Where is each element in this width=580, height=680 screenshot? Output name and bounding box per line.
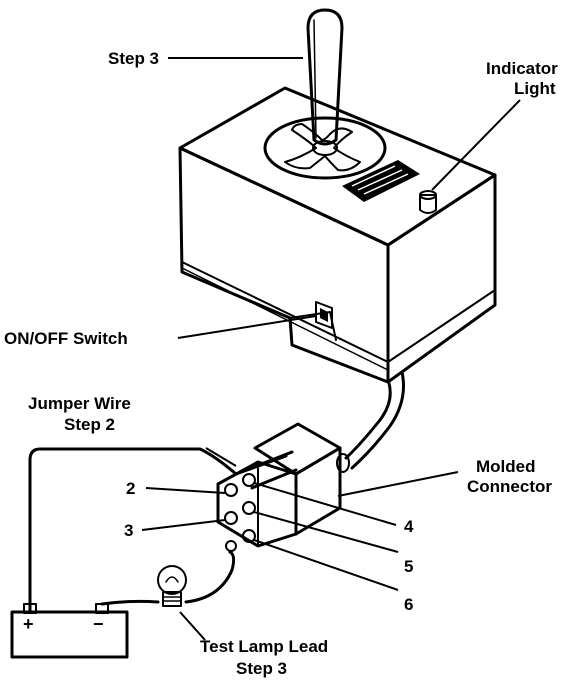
molded-connector-label-line2: Connector [467, 477, 552, 496]
indicator-light-label-line1: Indicator [486, 59, 558, 78]
pin-4-label: 4 [404, 517, 414, 536]
stick-base [263, 116, 387, 180]
jumper-wire-label-line2: Step 2 [64, 415, 115, 434]
test-lamp-bulb [157, 565, 187, 607]
molded-connector-label-line1: Molded [476, 457, 536, 476]
pin-5-label: 5 [404, 557, 413, 576]
connector-sockets [224, 473, 256, 552]
joystick-stick [306, 8, 344, 146]
onoff-switch [315, 301, 333, 329]
leader-lines [141, 57, 521, 641]
test-lamp-label-line1: Test Lamp Lead [200, 637, 328, 656]
pin-3-label: 3 [124, 521, 133, 540]
pin-6-label: 6 [404, 595, 413, 614]
label-plate [342, 160, 420, 202]
pin-2-label: 2 [126, 479, 135, 498]
joystick-side-face [386, 173, 497, 384]
callout-labels: Step 3 Indicator Light ON/OFF Switch Jum… [4, 49, 558, 678]
test-lamp-label-line2: Step 3 [236, 659, 287, 678]
battery-plus-sign: + [23, 614, 34, 634]
jumper-wire-label-line1: Jumper Wire [28, 394, 131, 413]
jumper-wire [28, 447, 238, 614]
indicator-light-label-line2: Light [514, 79, 556, 98]
battery: + − [10, 603, 129, 659]
battery-minus-sign: − [93, 614, 104, 634]
test-lamp-wiring [100, 550, 236, 606]
indicator-light [419, 190, 437, 214]
step3-stick-label: Step 3 [108, 49, 159, 68]
joystick-cable [344, 370, 405, 470]
joystick-unit [178, 8, 497, 384]
onoff-switch-label: ON/OFF Switch [4, 329, 128, 348]
